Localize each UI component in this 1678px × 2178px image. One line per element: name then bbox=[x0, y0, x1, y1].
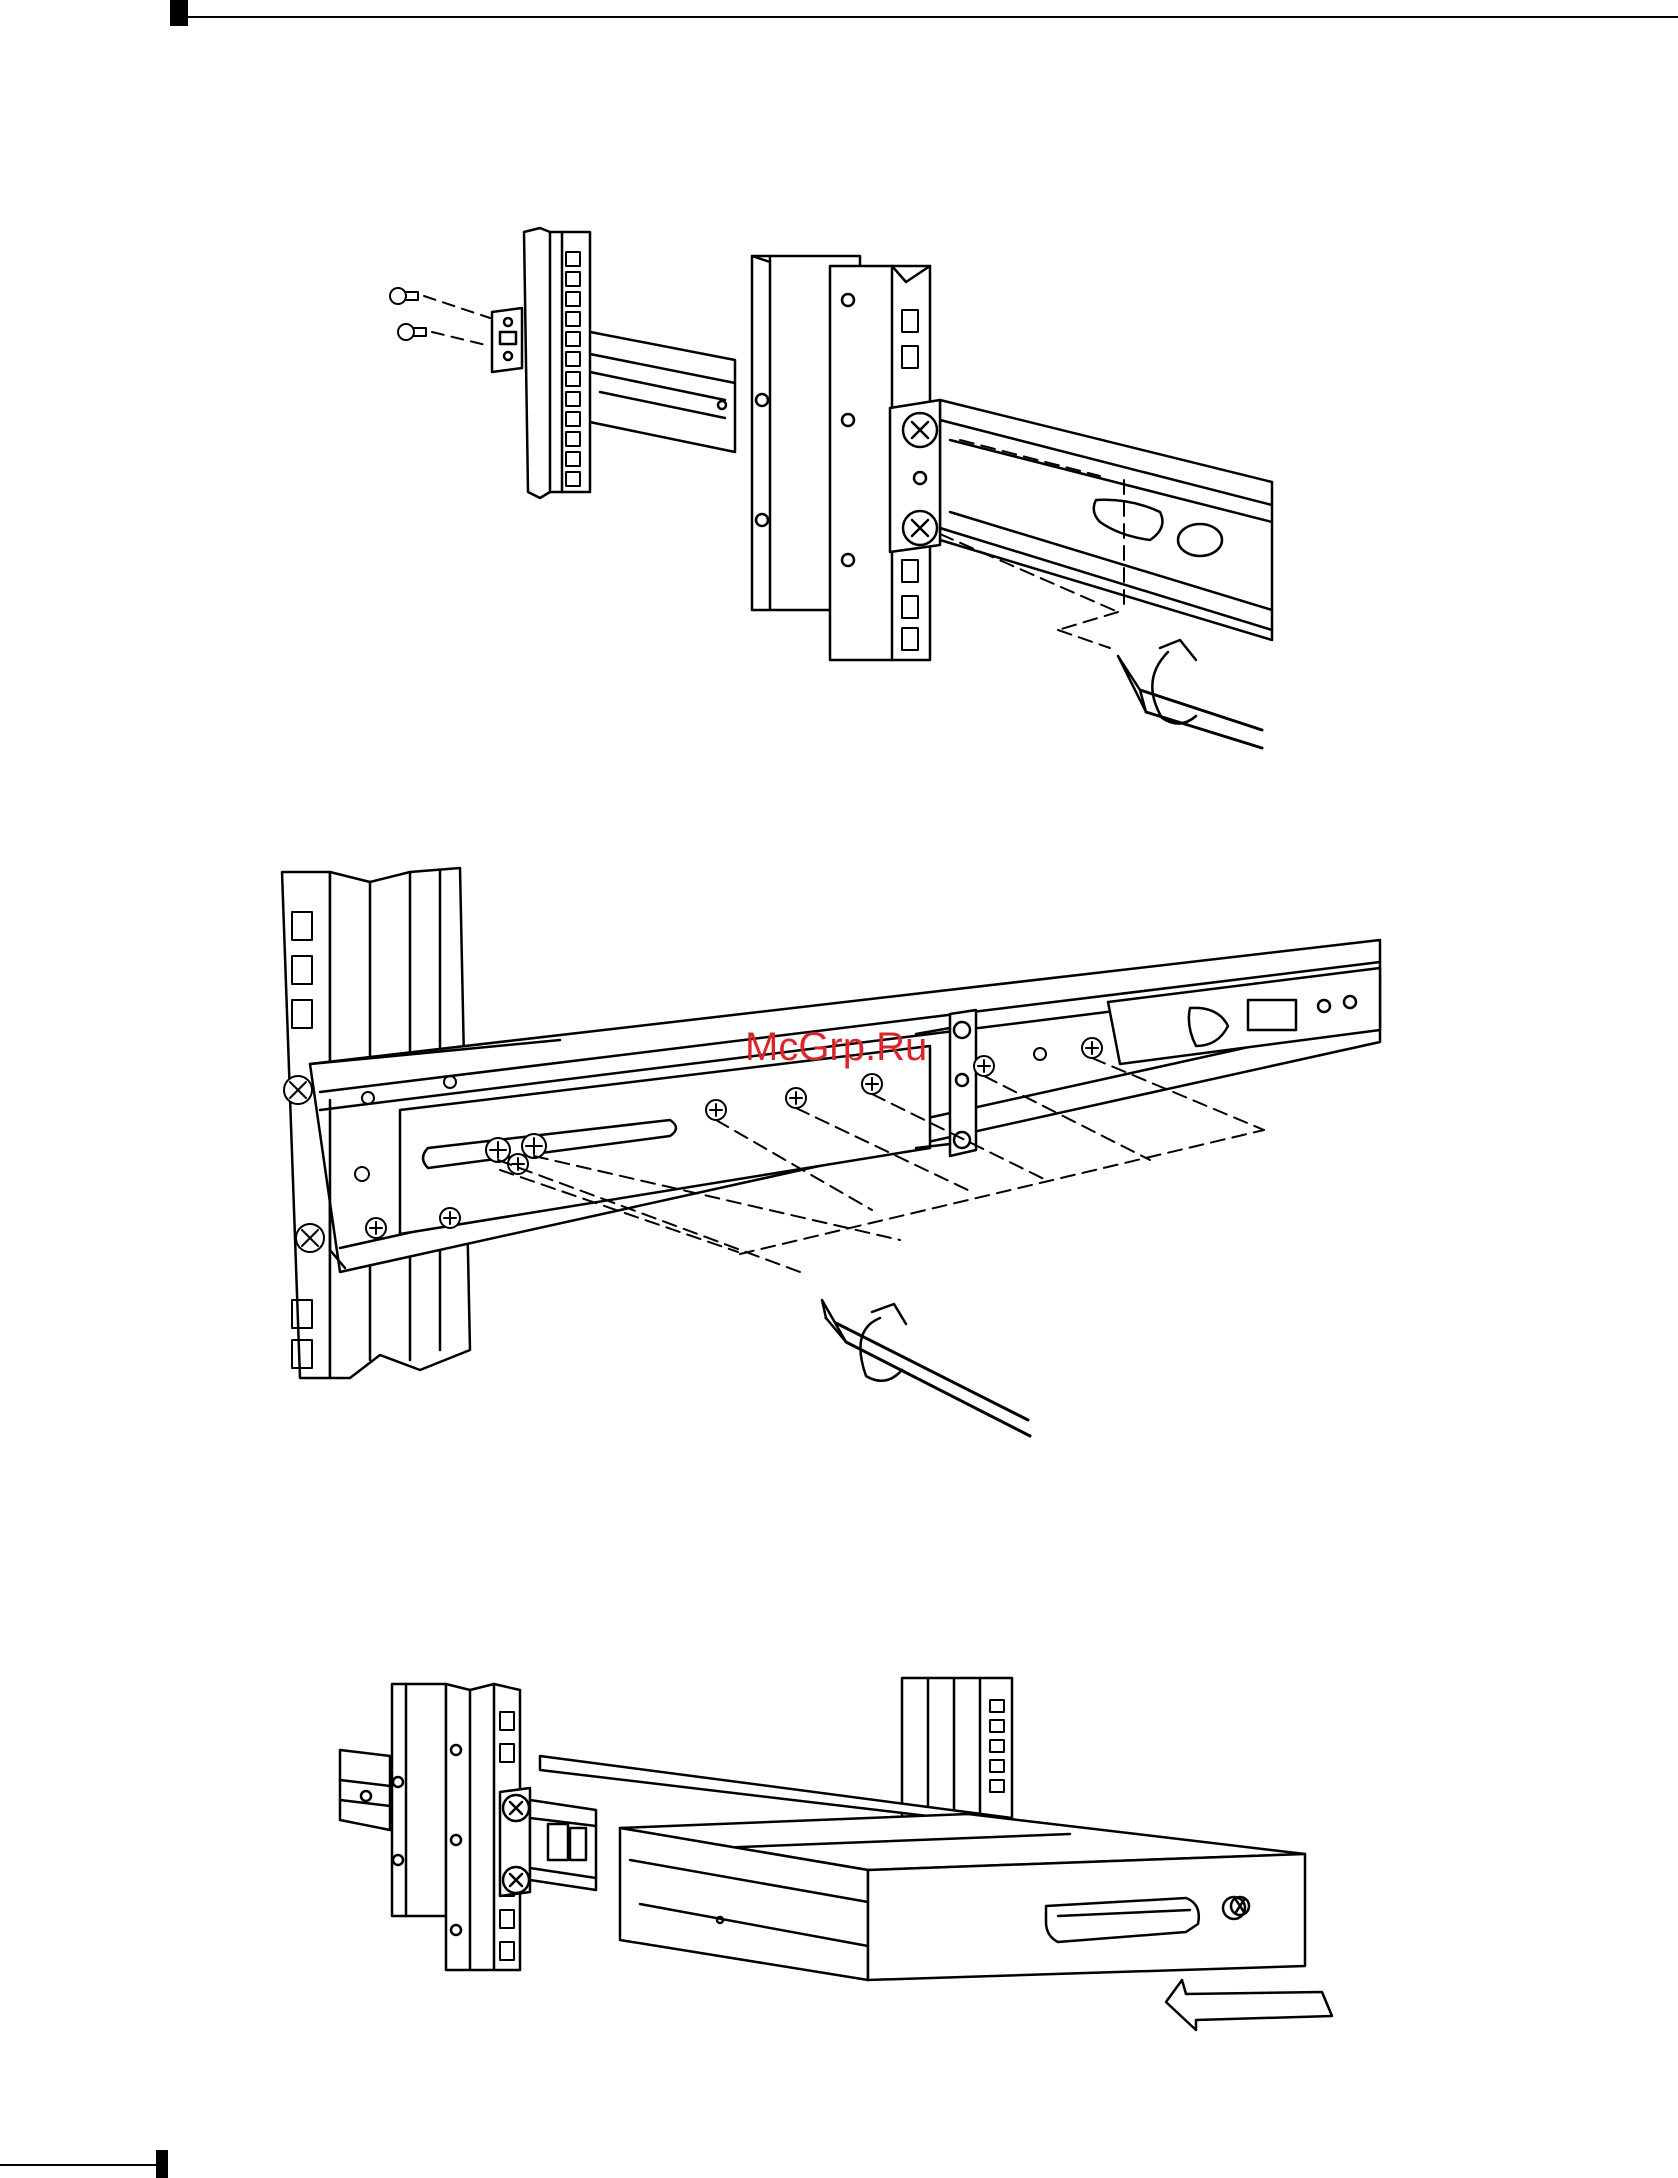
footer-rule bbox=[0, 2164, 156, 2166]
watermark-text: McGrp.Ru bbox=[745, 1025, 927, 1070]
footer-marker bbox=[156, 2150, 168, 2178]
